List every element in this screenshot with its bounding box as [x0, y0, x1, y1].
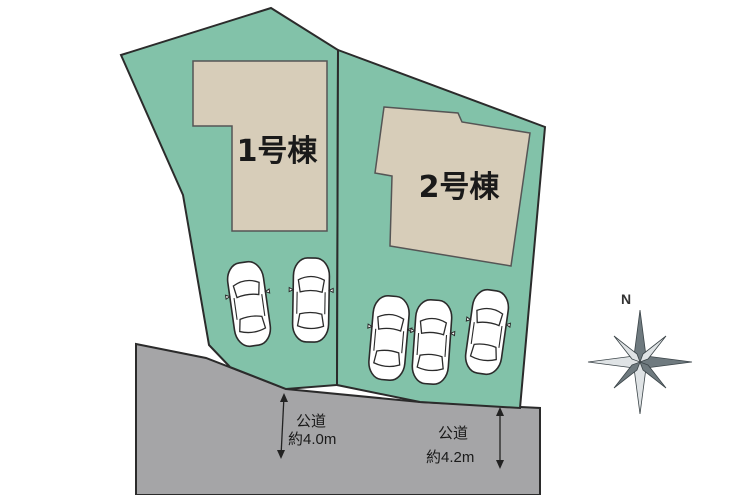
- building-1-label: 1号棟: [237, 134, 319, 169]
- car-icon: [287, 256, 335, 344]
- road-1-label: 公道: [296, 413, 326, 430]
- north-compass-icon: [587, 309, 693, 415]
- road-width-marker-2: [496, 407, 504, 469]
- road-2-width: 約4.2m: [426, 449, 474, 466]
- road-2-label: 公道: [438, 425, 468, 442]
- building-2: [374, 106, 531, 267]
- road-1-width: 約4.0m: [288, 431, 336, 448]
- building-1: [192, 60, 328, 232]
- building-2-label: 2号棟: [419, 170, 501, 205]
- compass-north-label: N: [621, 291, 631, 307]
- road-width-marker-1: [277, 393, 288, 459]
